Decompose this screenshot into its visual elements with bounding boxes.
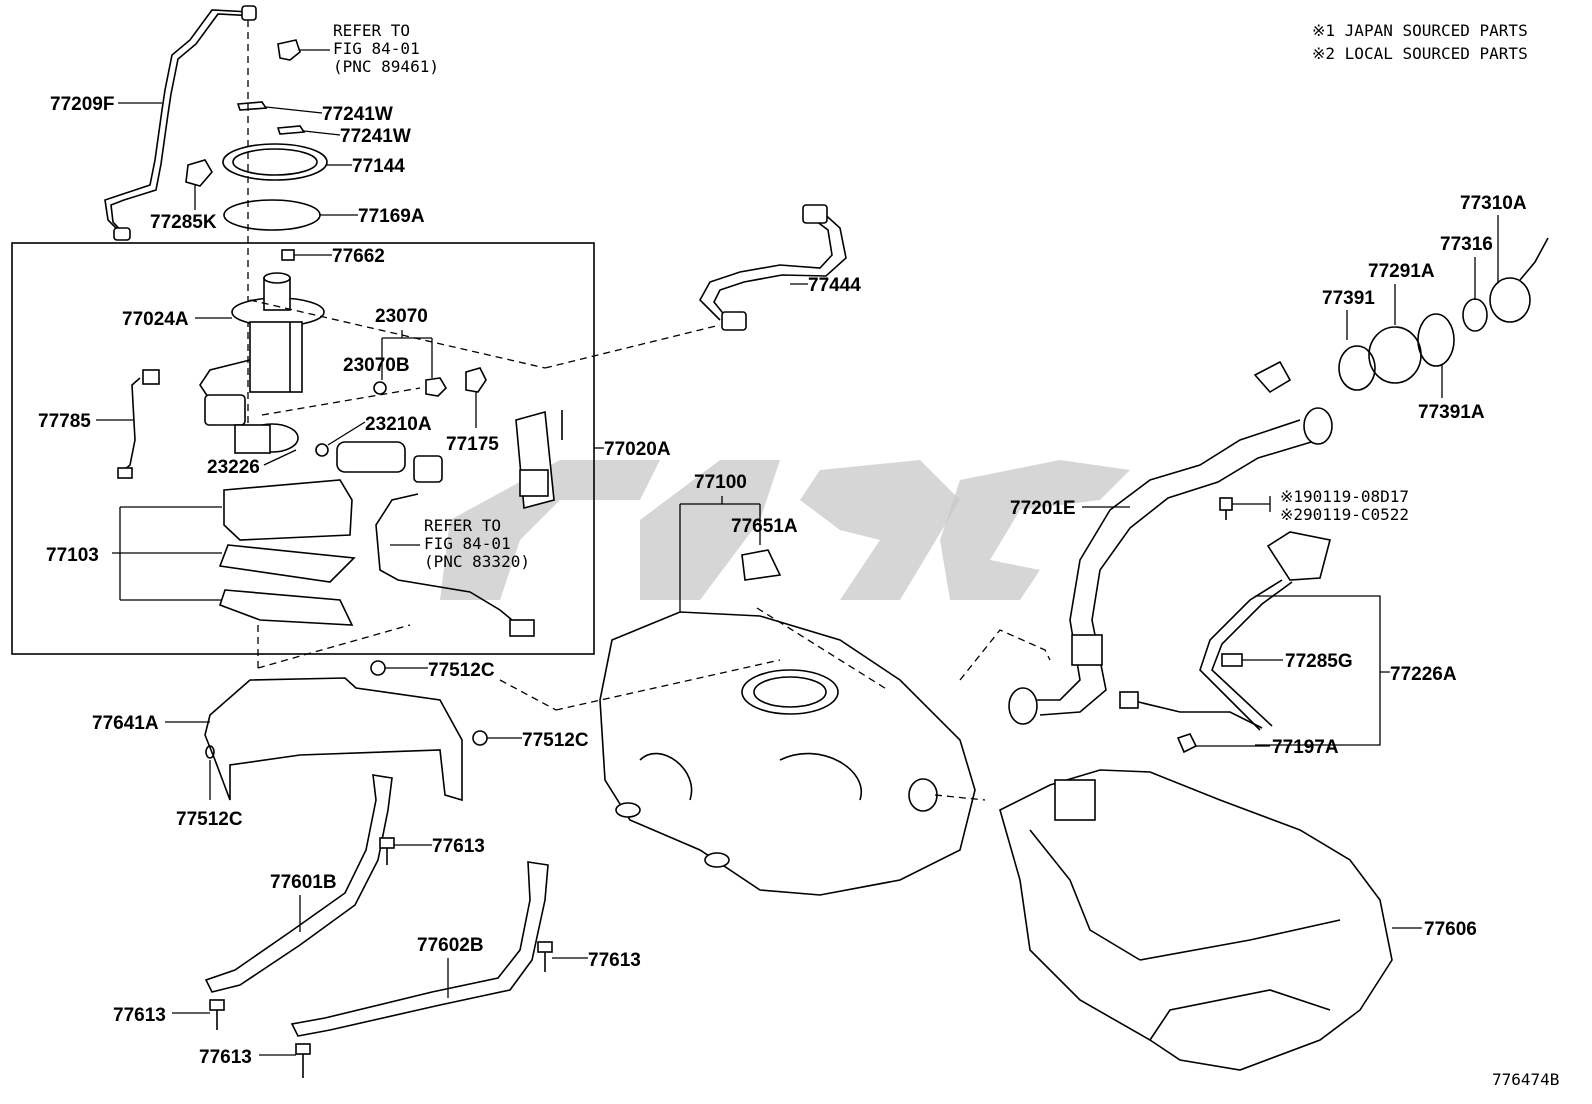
callout-77512c-2: 77512C xyxy=(522,730,589,751)
part-77024a-pump-unit xyxy=(199,272,325,454)
callout-77144: 77144 xyxy=(352,156,405,177)
legend-local-sourced: ※2 LOCAL SOURCED PARTS xyxy=(1312,44,1528,63)
callout-77602b: 77602B xyxy=(417,935,484,956)
part-77613-bolt-1 xyxy=(379,837,395,865)
part-77662 xyxy=(281,249,295,261)
part-77391-gasket xyxy=(1338,345,1376,391)
note-bolt-local: ※290119-C0522 xyxy=(1280,505,1409,524)
part-77100-fuel-tank xyxy=(599,611,976,896)
part-suction-filter-plate xyxy=(515,410,563,510)
callout-23070b: 23070B xyxy=(343,355,410,376)
callout-77512c-1: 77512C xyxy=(428,660,495,681)
callout-77444: 77444 xyxy=(808,275,861,296)
callout-77020a: 77020A xyxy=(604,439,671,460)
part-77602b-strap xyxy=(290,861,549,1037)
part-77613-bolt-3 xyxy=(209,999,225,1030)
callout-77175: 77175 xyxy=(446,434,499,455)
part-77291a-housing xyxy=(1368,326,1422,384)
part-77169a-gasket xyxy=(223,199,321,231)
callout-77613-3: 77613 xyxy=(113,1005,166,1026)
callout-77662: 77662 xyxy=(332,246,385,267)
callout-77024a: 77024A xyxy=(122,309,189,330)
part-77285k-clamp xyxy=(185,159,213,187)
callout-77391: 77391 xyxy=(1322,288,1375,309)
callout-77103: 77103 xyxy=(46,545,99,566)
callout-77651a: 77651A xyxy=(731,516,798,537)
callout-77285g: 77285G xyxy=(1285,651,1353,672)
figure-id: 776474B xyxy=(1492,1070,1559,1089)
callout-77201e: 77201E xyxy=(1010,498,1076,519)
part-77310a-fuel-cap xyxy=(1489,237,1549,323)
callout-77241w-1: 77241W xyxy=(322,104,393,125)
callout-77512c-3: 77512C xyxy=(176,809,243,830)
ref-sender-line2: FIG 84-01 xyxy=(424,534,511,553)
callout-77641a: 77641A xyxy=(92,713,159,734)
ref-sender-line1: REFER TO xyxy=(424,516,501,535)
part-filler-clamp xyxy=(1253,360,1292,394)
part-77512c-3 xyxy=(205,745,215,759)
note-bolt-japan: ※190119-08D17 xyxy=(1280,487,1409,506)
legend-japan-sourced: ※1 JAPAN SOURCED PARTS xyxy=(1312,21,1528,40)
callout-77391a: 77391A xyxy=(1418,402,1485,423)
part-77601b-strap xyxy=(204,774,393,993)
callout-77209f: 77209F xyxy=(50,94,114,115)
callout-77613-1: 77613 xyxy=(432,836,485,857)
callout-23070: 23070 xyxy=(375,306,428,327)
callout-23226: 23226 xyxy=(207,457,260,478)
part-77144-retainer-ring xyxy=(222,143,328,181)
callout-77169a: 77169A xyxy=(358,206,425,227)
part-77613-bolt-2 xyxy=(537,941,553,972)
part-77285g-clamp xyxy=(1221,653,1243,667)
part-77201e-filler-pipe xyxy=(1008,407,1333,725)
ref-pump-cap-line1: REFER TO xyxy=(333,21,410,40)
part-77175 xyxy=(465,367,487,393)
callout-77601b: 77601B xyxy=(270,872,337,893)
part-77444-hose xyxy=(699,204,847,331)
callout-77310a: 77310A xyxy=(1460,193,1527,214)
part-77103-filter-set xyxy=(218,479,356,626)
callout-77197a: 77197A xyxy=(1272,737,1339,758)
part-77512c-2 xyxy=(472,730,488,746)
part-77197a-clip xyxy=(1176,733,1198,754)
part-23070b-oring xyxy=(373,381,387,395)
callout-77226a: 77226A xyxy=(1390,664,1457,685)
part-pump-cap xyxy=(277,39,301,61)
part-77209f-hose xyxy=(104,5,257,241)
callout-77613-2: 77613 xyxy=(588,950,641,971)
callout-77291a: 77291A xyxy=(1368,261,1435,282)
callout-77100: 77100 xyxy=(694,472,747,493)
callout-77606: 77606 xyxy=(1424,919,1477,940)
callout-77285k: 77285K xyxy=(150,212,217,233)
part-77241w-clip-2 xyxy=(276,125,306,135)
part-77606-tank-protector xyxy=(999,769,1393,1071)
callout-77613-4: 77613 xyxy=(199,1047,252,1068)
part-23070-filter xyxy=(425,377,448,397)
part-77391a-gasket xyxy=(1417,313,1455,367)
part-77316-ring xyxy=(1462,298,1488,332)
part-77651a xyxy=(741,549,782,581)
callout-77785: 77785 xyxy=(38,411,91,432)
part-23210a-fuel-pump xyxy=(315,441,406,473)
callout-23210a: 23210A xyxy=(365,414,432,435)
part-77641a-heat-shield xyxy=(204,677,463,802)
ref-pump-cap-line2: FIG 84-01 xyxy=(333,39,420,58)
watermark xyxy=(440,460,1130,600)
part-sender-harness xyxy=(375,455,535,637)
part-77241w-clip-1 xyxy=(236,101,268,111)
part-77785-sender xyxy=(117,369,160,479)
callout-77241w-2: 77241W xyxy=(340,126,411,147)
ref-sender-line3: (PNC 83320) xyxy=(424,552,530,571)
ref-pump-cap-line3: (PNC 89461) xyxy=(333,57,439,76)
part-77512c-1 xyxy=(370,660,386,676)
part-77613-bolt-4 xyxy=(295,1043,311,1078)
part-77226a-breather-tube xyxy=(1119,531,1331,731)
callout-77316: 77316 xyxy=(1440,234,1493,255)
part-filler-bolt xyxy=(1219,497,1233,520)
